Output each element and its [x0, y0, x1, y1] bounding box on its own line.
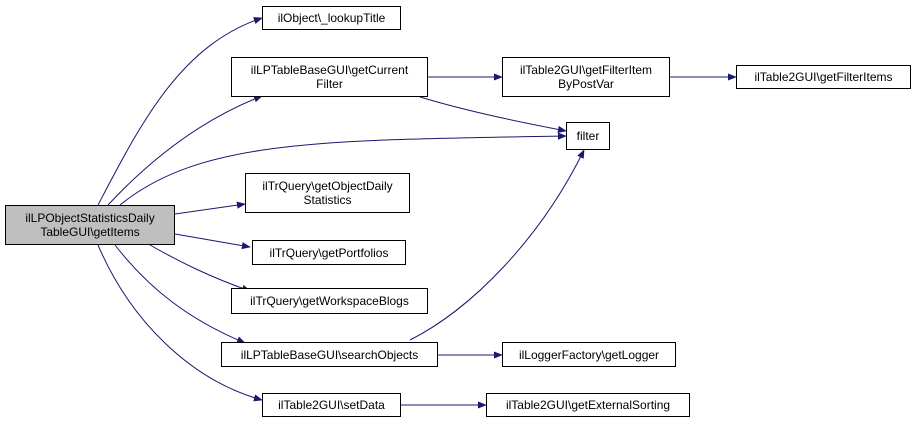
- node-get-workspace-blogs[interactable]: ilTrQuery\getWorkspaceBlogs: [231, 288, 428, 314]
- edge-root-to-set-data: [97, 244, 263, 402]
- edge-root-to-filter: [119, 132, 567, 206]
- node-get-object-daily-statistics[interactable]: ilTrQuery\getObjectDaily Statistics: [245, 173, 410, 213]
- node-get-portfolios[interactable]: ilTrQuery\getPortfolios: [252, 240, 406, 265]
- node-filter[interactable]: filter: [566, 122, 610, 150]
- node-label: ilTrQuery\getWorkspaceBlogs: [250, 294, 409, 308]
- node-search-objects[interactable]: ilLPTableBaseGUI\searchObjects: [221, 342, 438, 367]
- node-label: ilTrQuery\getPortfolios: [269, 245, 389, 260]
- node-label: ilObject\_lookupTitle: [277, 11, 386, 25]
- node-label: ilLPTableBaseGUI\searchObjects: [240, 347, 419, 362]
- edge-root-to-get-portfolios: [174, 233, 251, 250]
- node-label-line: TableGUI\getItems: [40, 225, 140, 239]
- edge-root-to-get-object-daily-statistics: [174, 201, 246, 215]
- node-label-line: ilTable2GUI\getFilterItem: [519, 63, 653, 77]
- edge-root-to-search-objects: [114, 244, 246, 344]
- node-label-line: ilLPTableBaseGUI\getCurrent: [250, 63, 409, 77]
- edge-root-to-get-workspace-blogs: [149, 244, 251, 292]
- node-label-line: Statistics: [303, 193, 352, 207]
- node-label: ilTable2GUI\getFilterItems: [754, 70, 893, 84]
- node-root-get-items[interactable]: ilLPObjectStatisticsDaily TableGUI\getIt…: [5, 205, 175, 245]
- node-label: filter: [576, 129, 600, 143]
- node-get-logger[interactable]: ilLoggerFactory\getLogger: [502, 342, 676, 367]
- node-get-filter-item-by-post-var[interactable]: ilTable2GUI\getFilterItem ByPostVar: [502, 57, 670, 97]
- node-label: ilTable2GUI\setData: [278, 398, 385, 412]
- node-label: ilLoggerFactory\getLogger: [518, 347, 660, 362]
- edge-root-to-lookup-title: [97, 17, 263, 206]
- node-label: ilTable2GUI\getExternalSorting: [505, 398, 671, 412]
- edge-root-to-get-current-filter: [107, 95, 263, 206]
- node-label-line: ilTrQuery\getObjectDaily: [262, 179, 393, 193]
- node-set-data[interactable]: ilTable2GUI\setData: [262, 393, 401, 417]
- node-get-filter-items[interactable]: ilTable2GUI\getFilterItems: [736, 65, 911, 89]
- node-get-current-filter[interactable]: ilLPTableBaseGUI\getCurrent Filter: [231, 57, 428, 97]
- node-label-line: ilLPObjectStatisticsDaily: [25, 211, 155, 225]
- node-lookup-title[interactable]: ilObject\_lookupTitle: [262, 6, 401, 30]
- edge-search-objects-to-filter: [409, 149, 585, 341]
- edge-get-current-filter-to-filter: [419, 96, 567, 133]
- node-label-line: Filter: [316, 77, 343, 91]
- node-get-external-sorting[interactable]: ilTable2GUI\getExternalSorting: [486, 393, 690, 417]
- node-label-line: ByPostVar: [558, 77, 614, 91]
